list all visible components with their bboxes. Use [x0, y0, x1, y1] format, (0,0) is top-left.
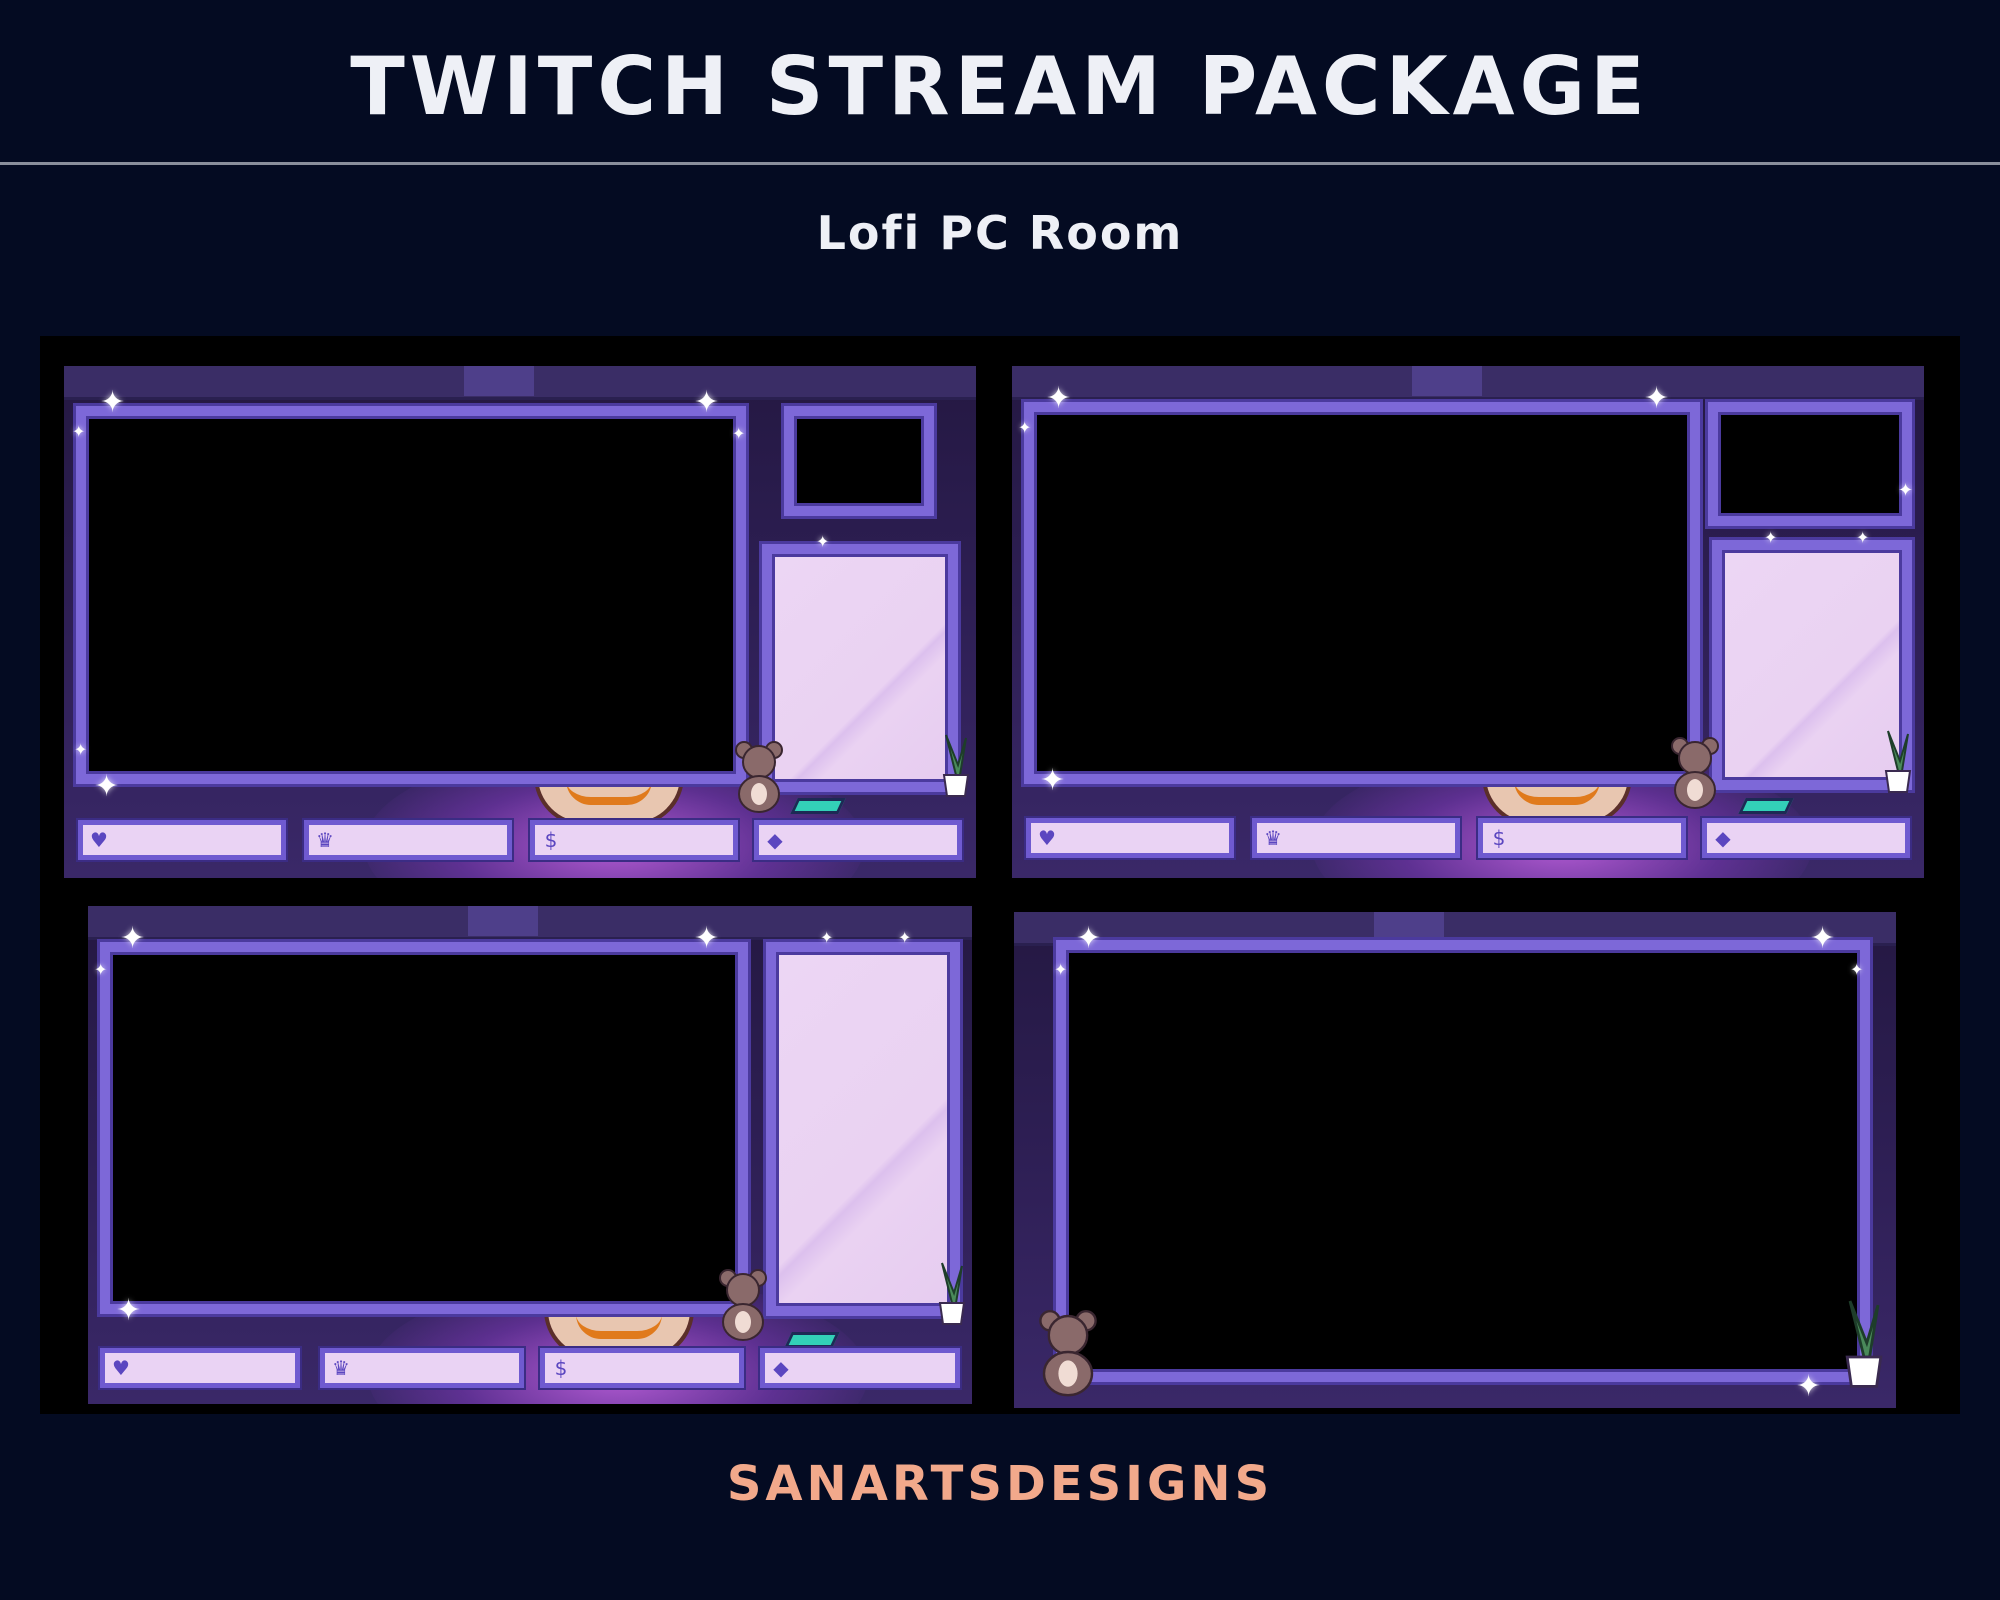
header-divider [0, 162, 2000, 165]
teddy-bear-icon [1039, 1310, 1097, 1397]
chat-panel [766, 942, 960, 1316]
sparkle-icon: ✦ [1898, 480, 1914, 501]
sparkle-icon: ✦ [898, 928, 912, 947]
sparkle-icon: ✦ [94, 960, 108, 979]
subscriber-bar: ♛ [304, 820, 512, 860]
crown-icon: ♛ [316, 828, 334, 852]
sparkle-icon: ✦ [1796, 1369, 1822, 1404]
follower-bar: ♥ [1026, 818, 1234, 858]
sparkle-icon: ✦ [1054, 960, 1068, 979]
subscriber-bar: ♛ [1252, 818, 1460, 858]
bits-bar: ◆ [760, 1348, 960, 1388]
donation-bar: $ [1478, 818, 1686, 858]
package-subtitle: Lofi PC Room [816, 206, 1184, 260]
subscriber-bar: ♛ [320, 1348, 524, 1388]
sparkle-icon: ✦ [116, 1293, 142, 1328]
sparkle-icon: ✦ [1644, 381, 1670, 416]
sparkle-icon: ✦ [1040, 763, 1066, 798]
sparkle-icon: ✦ [1850, 960, 1864, 979]
dollar-icon: $ [544, 828, 558, 852]
chat-panel [1712, 540, 1912, 790]
potted-plant-icon [1884, 730, 1912, 793]
crown-icon: ♛ [332, 1356, 350, 1380]
webcam-frame-main [1056, 940, 1870, 1382]
diamond-icon: ◆ [773, 1356, 789, 1380]
overlay-preview-camera-only: ✦ ✦ ✦ ✦ ✦ [1014, 912, 1896, 1408]
heart-icon: ♥ [112, 1356, 130, 1380]
dollar-icon: $ [554, 1356, 568, 1380]
donation-bar: $ [530, 820, 738, 860]
sparkle-icon: ✦ [1046, 381, 1072, 416]
designer-brand: SANARTSDESIGNS [726, 1456, 1274, 1512]
sparkle-icon: ✦ [72, 422, 86, 441]
crown-icon: ♛ [1264, 826, 1282, 850]
diamond-icon: ◆ [1715, 826, 1731, 850]
heart-icon: ♥ [1038, 826, 1056, 850]
sparkle-icon: ✦ [1764, 528, 1778, 547]
webcam-frame-small [784, 406, 934, 516]
donation-bar: $ [540, 1348, 744, 1388]
diamond-icon: ◆ [767, 828, 783, 852]
webcam-frame-main [1024, 402, 1700, 784]
webcam-frame-main [100, 942, 748, 1314]
teddy-bear-icon [735, 741, 783, 813]
teddy-bear-icon [1671, 737, 1719, 809]
sparkle-icon: ✦ [1076, 921, 1102, 956]
webcam-frame-main [76, 406, 746, 784]
heart-icon: ♥ [90, 828, 108, 852]
potted-plant-icon [938, 1262, 966, 1325]
follower-bar: ♥ [78, 820, 286, 860]
sparkle-icon: ✦ [1810, 921, 1836, 956]
sparkle-icon: ✦ [120, 921, 146, 956]
page-title: TWITCH STREAM PACKAGE [350, 40, 1650, 133]
bits-bar: ◆ [1702, 818, 1910, 858]
sparkle-icon: ✦ [816, 532, 830, 551]
potted-plant-icon [1845, 1300, 1883, 1388]
sparkle-icon: ✦ [1856, 528, 1870, 547]
sparkle-icon: ✦ [694, 921, 720, 956]
overlay-preview-no-small-cam: ♥ ♛ $ ◆ ✦ ✦ ✦ ✦ ✦ ✦ [88, 906, 972, 1404]
chat-panel [762, 544, 958, 792]
sparkle-icon: ✦ [694, 385, 720, 420]
teddy-bear-icon [719, 1269, 767, 1341]
follower-bar: ♥ [100, 1348, 300, 1388]
sparkle-icon: ✦ [94, 769, 120, 804]
sparkle-icon: ✦ [820, 928, 834, 947]
bits-bar: ◆ [754, 820, 962, 860]
webcam-frame-small [1708, 402, 1912, 526]
sparkle-icon: ✦ [732, 424, 746, 443]
overlay-preview-full-alt: ♥ ♛ $ ◆ ✦ ✦ ✦ ✦ ✦ ✦ ✦ [1012, 366, 1924, 878]
sparkle-icon: ✦ [100, 385, 126, 420]
overlay-preview-full: ♥ ♛ $ ◆ ✦ ✦ ✦ ✦ ✦ ✦ ✦ [64, 366, 976, 878]
potted-plant-icon [942, 734, 970, 797]
sparkle-icon: ✦ [1018, 418, 1032, 437]
dollar-icon: $ [1492, 826, 1506, 850]
sparkle-icon: ✦ [74, 740, 88, 759]
